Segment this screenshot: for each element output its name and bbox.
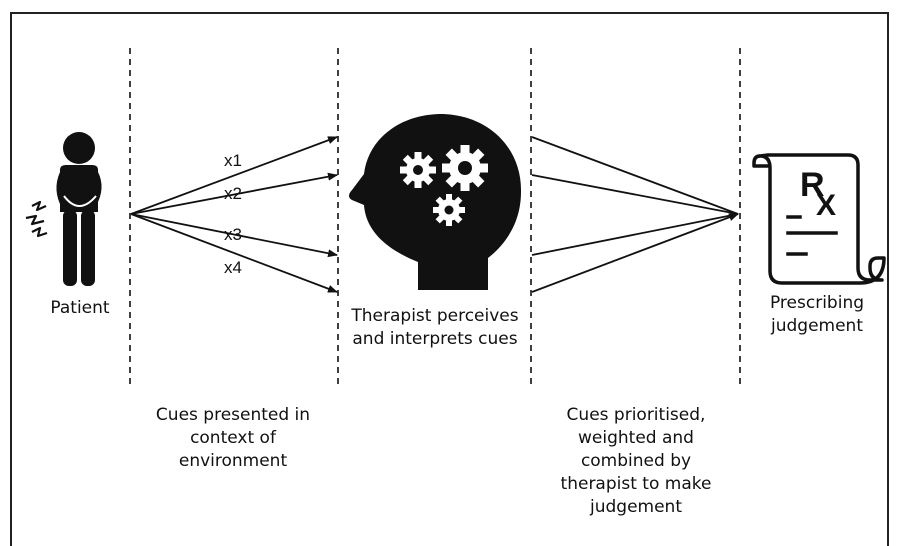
pain-icon (25, 200, 48, 238)
diagram-frame (10, 12, 889, 546)
cue-label: x4 (224, 258, 242, 277)
judgement-label: Prescribing judgement (752, 292, 882, 338)
caption-line: judgement (590, 497, 682, 517)
rx-lines (786, 215, 838, 256)
caption-line: combined by (580, 451, 692, 471)
caption-line: context of (190, 428, 276, 448)
caption-line: Cues prioritised, (566, 405, 706, 425)
judgement-label-line: Prescribing (769, 293, 865, 313)
caption-line: Cues presented in (155, 405, 311, 425)
patient-icon (56, 132, 102, 286)
cue-label: x3 (224, 225, 242, 244)
brain-gears-icon (349, 114, 522, 290)
cue-label: x1 (224, 151, 242, 170)
therapist-label-line: Therapist perceives (351, 306, 519, 326)
environment-caption: Cues presented in context of environment (138, 404, 328, 473)
prescription-scroll-icon (752, 153, 886, 285)
rx-symbol-r: R (800, 166, 825, 204)
patient-label: Patient (50, 298, 110, 318)
caption-line: therapist to make (560, 474, 712, 494)
therapist-label: Therapist perceives and interprets cues (340, 305, 530, 351)
cue-label: x2 (224, 184, 242, 203)
judgement-label-line: judgement (771, 316, 863, 336)
weighting-caption: Cues prioritised, weighted and combined … (540, 404, 732, 519)
caption-line: weighted and (578, 428, 694, 448)
cue-arrows-in (130, 136, 338, 293)
cue-arrows-out (531, 136, 739, 293)
therapist-label-line: and interprets cues (352, 329, 518, 349)
rx-symbol-x: X (816, 189, 836, 222)
caption-line: environment (178, 451, 288, 471)
